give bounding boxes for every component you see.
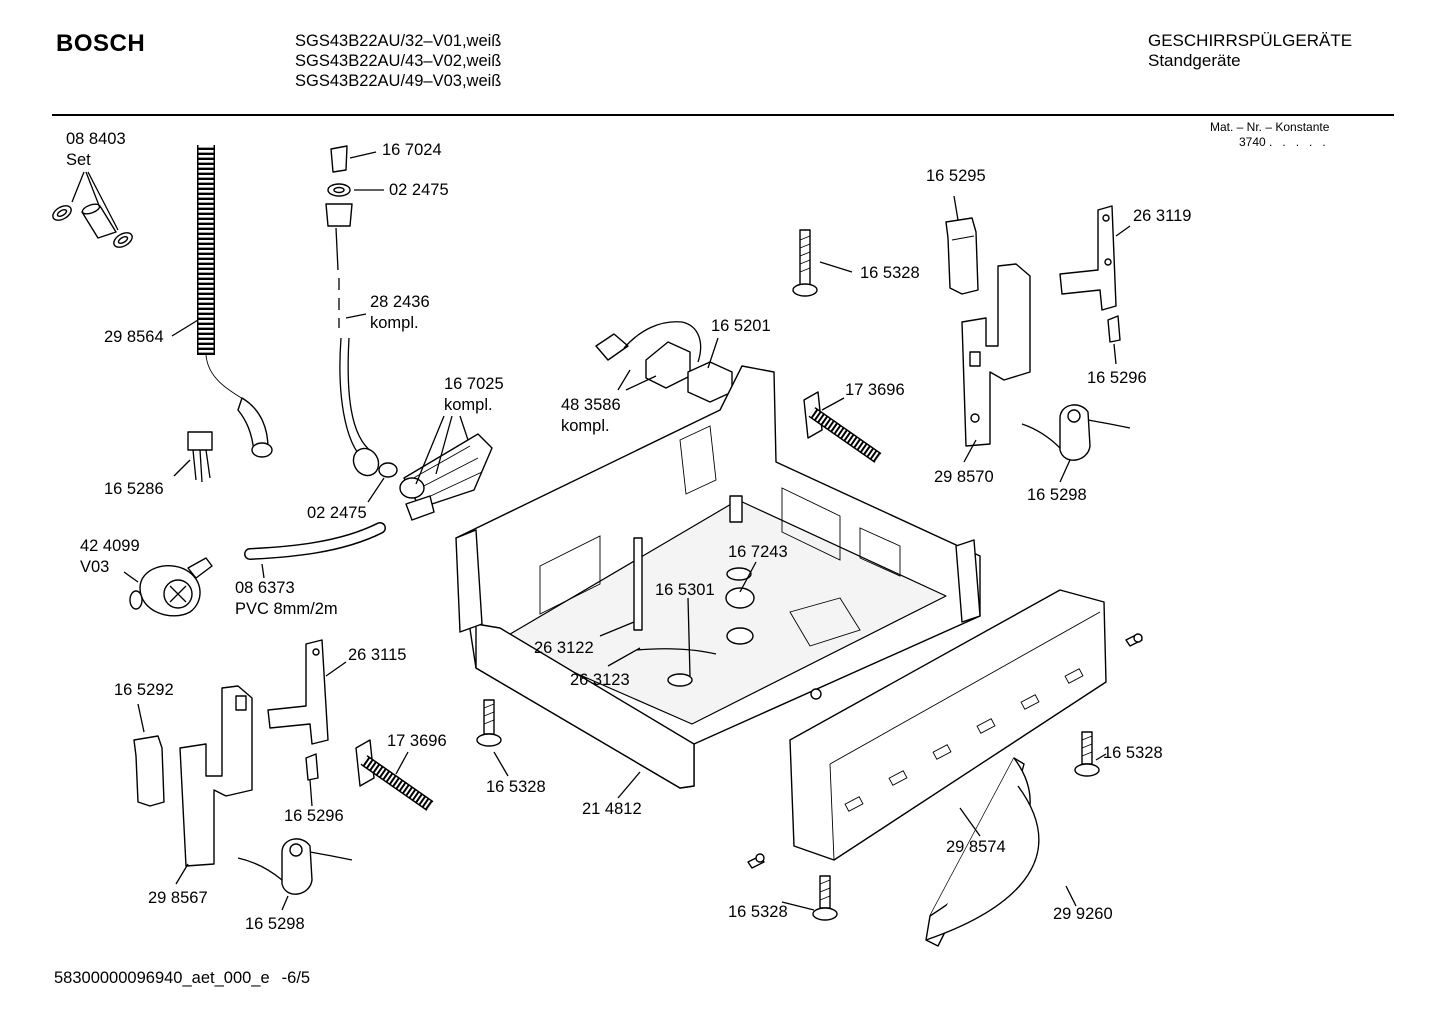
material-number-block: Mat. – Nr. – Konstante 3740 . . . . . (1210, 120, 1329, 150)
pvc-hose-drawing (244, 522, 386, 560)
matnr-value: 3740 (1239, 135, 1266, 149)
spring-drawing (803, 391, 882, 463)
matnr-label: Mat. – Nr. – Konstante (1210, 120, 1330, 134)
supply-hose-drawing (325, 145, 398, 478)
part-label: 16 5328 (728, 903, 788, 921)
part-label: 29 8570 (934, 468, 994, 486)
part-label: 29 9260 (1053, 905, 1113, 923)
part-label: 16 5201 (711, 317, 771, 335)
bracket-left-drawing (267, 639, 329, 745)
part-label: 26 3122 (534, 639, 594, 657)
hose-clamp-set-drawing (52, 203, 133, 248)
hinge-plate-right-drawing (961, 263, 1031, 447)
page-number: -6/5 (281, 969, 311, 987)
header-divider (52, 114, 1394, 116)
part-label: 02 2475 (307, 504, 367, 522)
model-list: SGS43B22AU/32–V01,weiß SGS43B22AU/43–V02… (295, 31, 501, 91)
cable-harness-drawing (595, 321, 733, 403)
model-line: SGS43B22AU/49–V03,weiß (295, 72, 502, 90)
part-label: 16 5301 (655, 581, 715, 599)
base-tub-drawing (455, 365, 981, 789)
leader-lines (71, 151, 1131, 911)
model-line: SGS43B22AU/43–V02,weiß (295, 52, 502, 70)
part-label: 02 2475 (389, 181, 449, 199)
part-label: 26 3119 (1133, 207, 1191, 225)
small-screw-drawing (1125, 633, 1143, 647)
category: GESCHIRRSPÜLGERÄTE Standgeräte (1148, 31, 1352, 71)
part-label: 26 3115 (348, 646, 406, 664)
part-label: 16 5296 (284, 807, 344, 825)
part-label: 29 8567 (148, 889, 208, 907)
model-line: SGS43B22AU/32–V01,weiß (295, 32, 502, 50)
drain-hose-drawing (197, 145, 273, 458)
part-label: 16 5292 (114, 681, 174, 699)
hose-holder-drawing (187, 431, 213, 483)
screw-drawing (476, 699, 502, 747)
part-label: 17 3696 (387, 732, 447, 750)
door-switch-left-drawing (237, 838, 353, 895)
part-label: 16 7024 (382, 141, 442, 159)
screw-drawing (812, 875, 838, 921)
part-label: 16 5328 (860, 264, 920, 282)
document-footer: 58300000096940_aet_000_e -6/5 (54, 969, 310, 988)
small-screw-drawing (747, 853, 765, 869)
spring-left-drawing (355, 739, 434, 811)
hinge-plate-left-drawing (179, 685, 253, 867)
inlet-valve-drawing (399, 433, 493, 521)
hinge-cover-drawing (945, 217, 979, 295)
part-label: 16 5295 (926, 167, 986, 185)
plinth-panel-drawing (789, 589, 1107, 861)
part-label: 16 5298 (245, 915, 305, 933)
screw-drawing (1074, 731, 1100, 777)
part-label: 16 7243 (728, 543, 788, 561)
hinge-cover-left-drawing (133, 735, 165, 807)
part-label: 16 5328 (1103, 744, 1163, 762)
document-id: 58300000096940_aet_000_e (54, 969, 270, 987)
part-label: 21 4812 (582, 800, 642, 818)
bracket-right-drawing (1059, 205, 1117, 311)
door-switch-right-drawing (1021, 404, 1131, 461)
screw-drawing (792, 229, 818, 297)
small-clip-left-drawing (305, 753, 319, 781)
part-label: 29 8564 (104, 328, 164, 346)
category-title: GESCHIRRSPÜLGERÄTE (1148, 31, 1353, 50)
part-label: 17 3696 (845, 381, 905, 399)
part-label: 16 5296 (1087, 369, 1147, 387)
matnr-dots: . . . . . (1265, 135, 1326, 149)
drain-pump-drawing (129, 557, 213, 617)
small-clip-right-drawing (1107, 315, 1121, 343)
part-label: 16 5328 (486, 778, 546, 796)
part-label: 16 5298 (1027, 486, 1087, 504)
matnr-row: 3740 . . . . . (1210, 135, 1329, 150)
kick-panel-drawing (925, 757, 1040, 947)
part-label: 26 3123 (570, 671, 630, 689)
category-subtitle: Standgeräte (1148, 51, 1241, 70)
part-label: 29 8574 (946, 838, 1006, 856)
brand-logo: BOSCH (56, 30, 146, 57)
part-label: 16 5286 (104, 480, 164, 498)
